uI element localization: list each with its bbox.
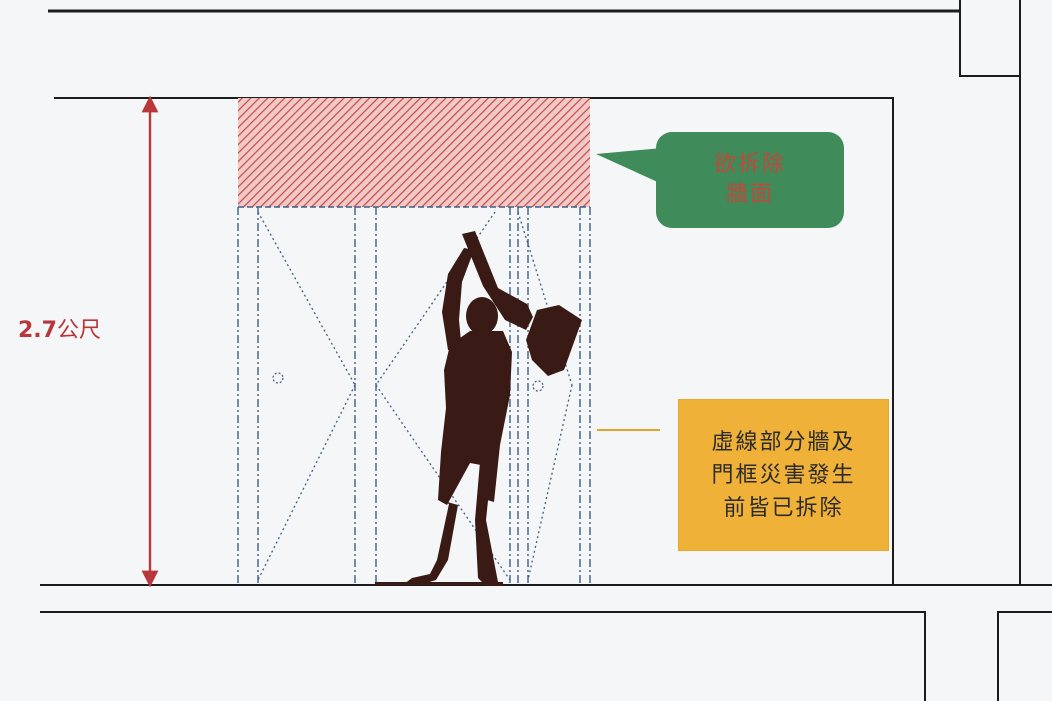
demolish-wall-callout: 欲拆除 牆面	[656, 132, 844, 228]
removed-walls-note: 虛線部分牆及 門框災害發生 前皆已拆除	[679, 400, 888, 550]
green-callout-pointer	[596, 148, 662, 184]
demolish-callout-line-1: 欲拆除	[713, 152, 786, 177]
height-value: 2.7	[18, 318, 57, 343]
worker-silhouette	[375, 231, 582, 586]
note-line-1: 虛線部分牆及	[711, 429, 856, 455]
demolish-callout-line-2: 牆面	[725, 182, 774, 207]
height-unit: 公尺	[56, 318, 101, 343]
demolish-wall-hatch	[238, 98, 590, 207]
note-line-3: 前皆已拆除	[723, 495, 844, 521]
removed-walls-dashed	[237, 206, 591, 585]
door-diagonals-dotted	[257, 211, 573, 581]
height-dimension-label: 2.7公尺	[18, 312, 101, 344]
note-line-2: 門框災害發生	[711, 462, 856, 488]
